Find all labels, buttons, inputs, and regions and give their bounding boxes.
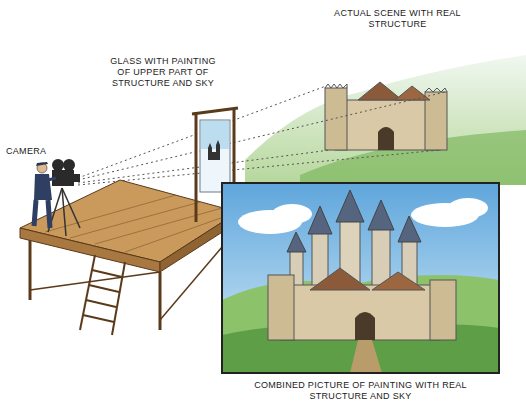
road: [350, 340, 382, 373]
operator-body: [34, 174, 52, 200]
planks: [45, 195, 232, 252]
spire: [308, 206, 332, 234]
spire: [398, 216, 421, 242]
real-scene: [245, 55, 526, 185]
stair-steps: [83, 270, 122, 322]
frame-bar: [192, 108, 238, 114]
castle-tower: [268, 275, 294, 340]
platform: [20, 180, 238, 335]
operator-head: [37, 163, 47, 173]
tripod-leg: [62, 188, 80, 228]
glass-pane: [200, 120, 230, 192]
caption-label: ACTUAL SCENE WITH REAL STRUCTURE: [330, 8, 465, 30]
stair-rail: [80, 255, 95, 330]
spire: [287, 232, 306, 252]
cloud: [272, 204, 312, 224]
cloud: [448, 198, 488, 218]
castle-tower: [430, 280, 456, 340]
cap: [36, 162, 48, 166]
battlement: [425, 88, 447, 92]
roof: [372, 272, 425, 290]
combined-picture: [222, 183, 499, 373]
picture-frame: [222, 183, 499, 373]
roof: [395, 86, 430, 100]
post: [159, 272, 162, 330]
spire: [368, 200, 394, 230]
lens: [74, 174, 80, 182]
castle-wall: [280, 285, 440, 340]
operator-arm: [48, 178, 56, 180]
frame-post: [195, 112, 198, 222]
battlement: [325, 84, 347, 88]
sky: [222, 183, 499, 373]
castle-tower: [425, 92, 447, 150]
deck-edge: [20, 228, 160, 272]
sight-lines: [78, 86, 445, 185]
caption-label: GLASS WITH PAINTING OF UPPER PART OF STR…: [104, 56, 222, 89]
roof: [310, 268, 370, 290]
stair-rail: [112, 262, 125, 335]
hillside: [245, 55, 526, 185]
film-reel: [63, 159, 75, 171]
caption-label: CAMERA: [6, 146, 66, 157]
castle-wall: [335, 100, 440, 150]
painted-towers: [208, 140, 220, 160]
spire: [336, 190, 364, 222]
gate: [355, 312, 375, 340]
caption-label: COMBINED PICTURE OF PAINTING WITH REAL S…: [248, 380, 473, 402]
roof: [358, 82, 402, 100]
operator-legs: [34, 200, 50, 228]
camera-operator: [34, 159, 80, 236]
painted-sky: [201, 121, 229, 149]
film-reel: [52, 159, 64, 171]
sight-line: [78, 92, 445, 180]
sight-line: [78, 150, 440, 185]
gate: [378, 127, 394, 150]
castle-tower: [325, 88, 347, 150]
